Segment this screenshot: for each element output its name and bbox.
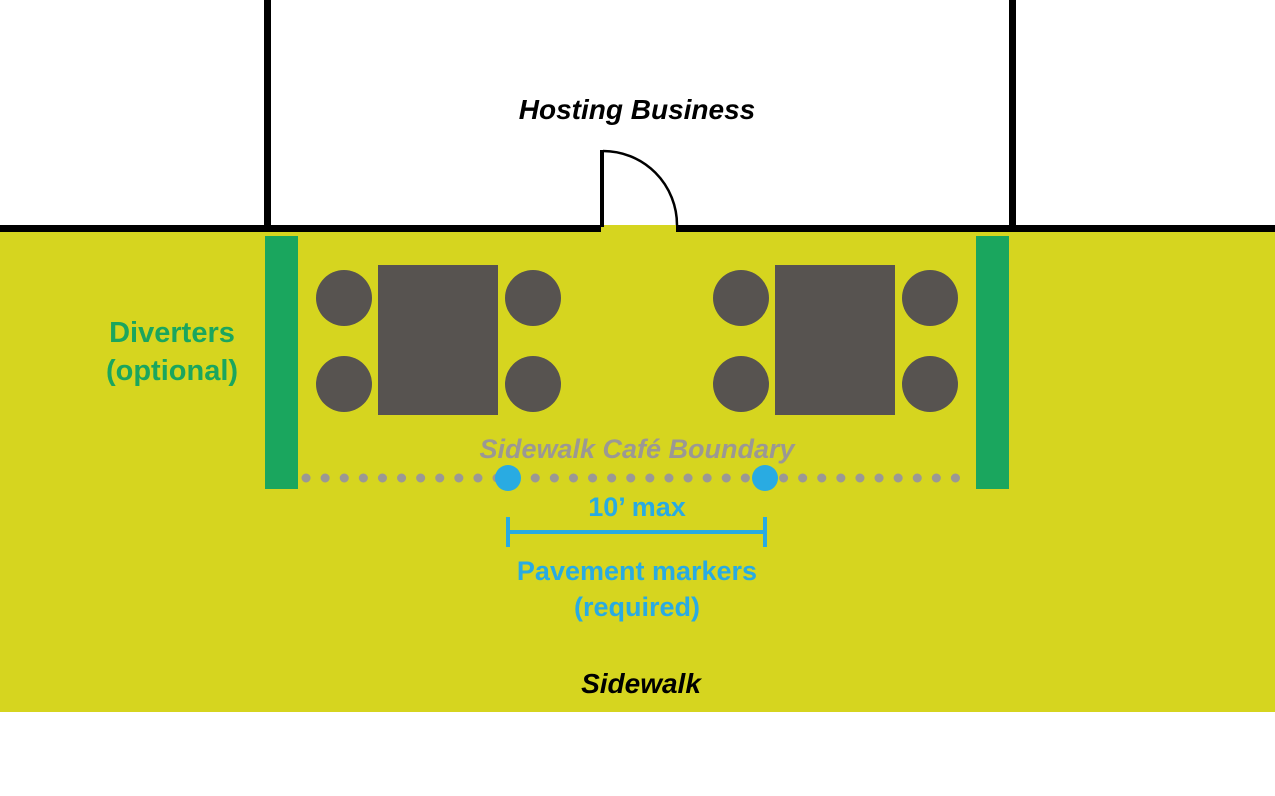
dimension-bracket-10ft	[506, 517, 767, 547]
diverter-right	[976, 236, 1009, 489]
chair	[902, 270, 958, 326]
pavement-markers-label-line1: Pavement markers	[516, 556, 758, 586]
cafe-boundary-label: Sidewalk Café Boundary	[479, 434, 795, 464]
pavement-marker-right	[752, 465, 778, 491]
diverters-label: Diverters (optional)	[106, 314, 238, 391]
building-front-wall-left	[0, 225, 601, 232]
chair	[505, 270, 561, 326]
table-set-1	[316, 265, 561, 415]
diverters-label-line1: Diverters	[109, 317, 235, 349]
sidewalk-label: Sidewalk	[581, 668, 701, 699]
table	[775, 265, 895, 415]
table	[378, 265, 498, 415]
pavement-markers-label-line2: (required)	[573, 591, 700, 622]
door-leaf	[600, 150, 604, 227]
building-front-wall-right	[676, 225, 1275, 232]
pavement-marker-left	[495, 465, 521, 491]
chair	[316, 356, 372, 412]
chair	[902, 356, 958, 412]
chair	[713, 356, 769, 412]
chair	[505, 356, 561, 412]
table-set-2	[713, 265, 958, 415]
building-side-wall-left	[264, 0, 271, 232]
building-side-wall-right	[1009, 0, 1016, 232]
door-swing-arc	[602, 149, 679, 226]
chair	[316, 270, 372, 326]
marker-spacing-label: 10’ max	[588, 492, 686, 522]
diverters-label-line2: (optional)	[105, 355, 239, 388]
pavement-markers-label: Pavement markers (required)	[517, 554, 757, 626]
hosting-business-label: Hosting Business	[518, 94, 756, 125]
chair	[713, 270, 769, 326]
diverter-left	[265, 236, 298, 489]
sidewalk-area	[0, 225, 1275, 712]
